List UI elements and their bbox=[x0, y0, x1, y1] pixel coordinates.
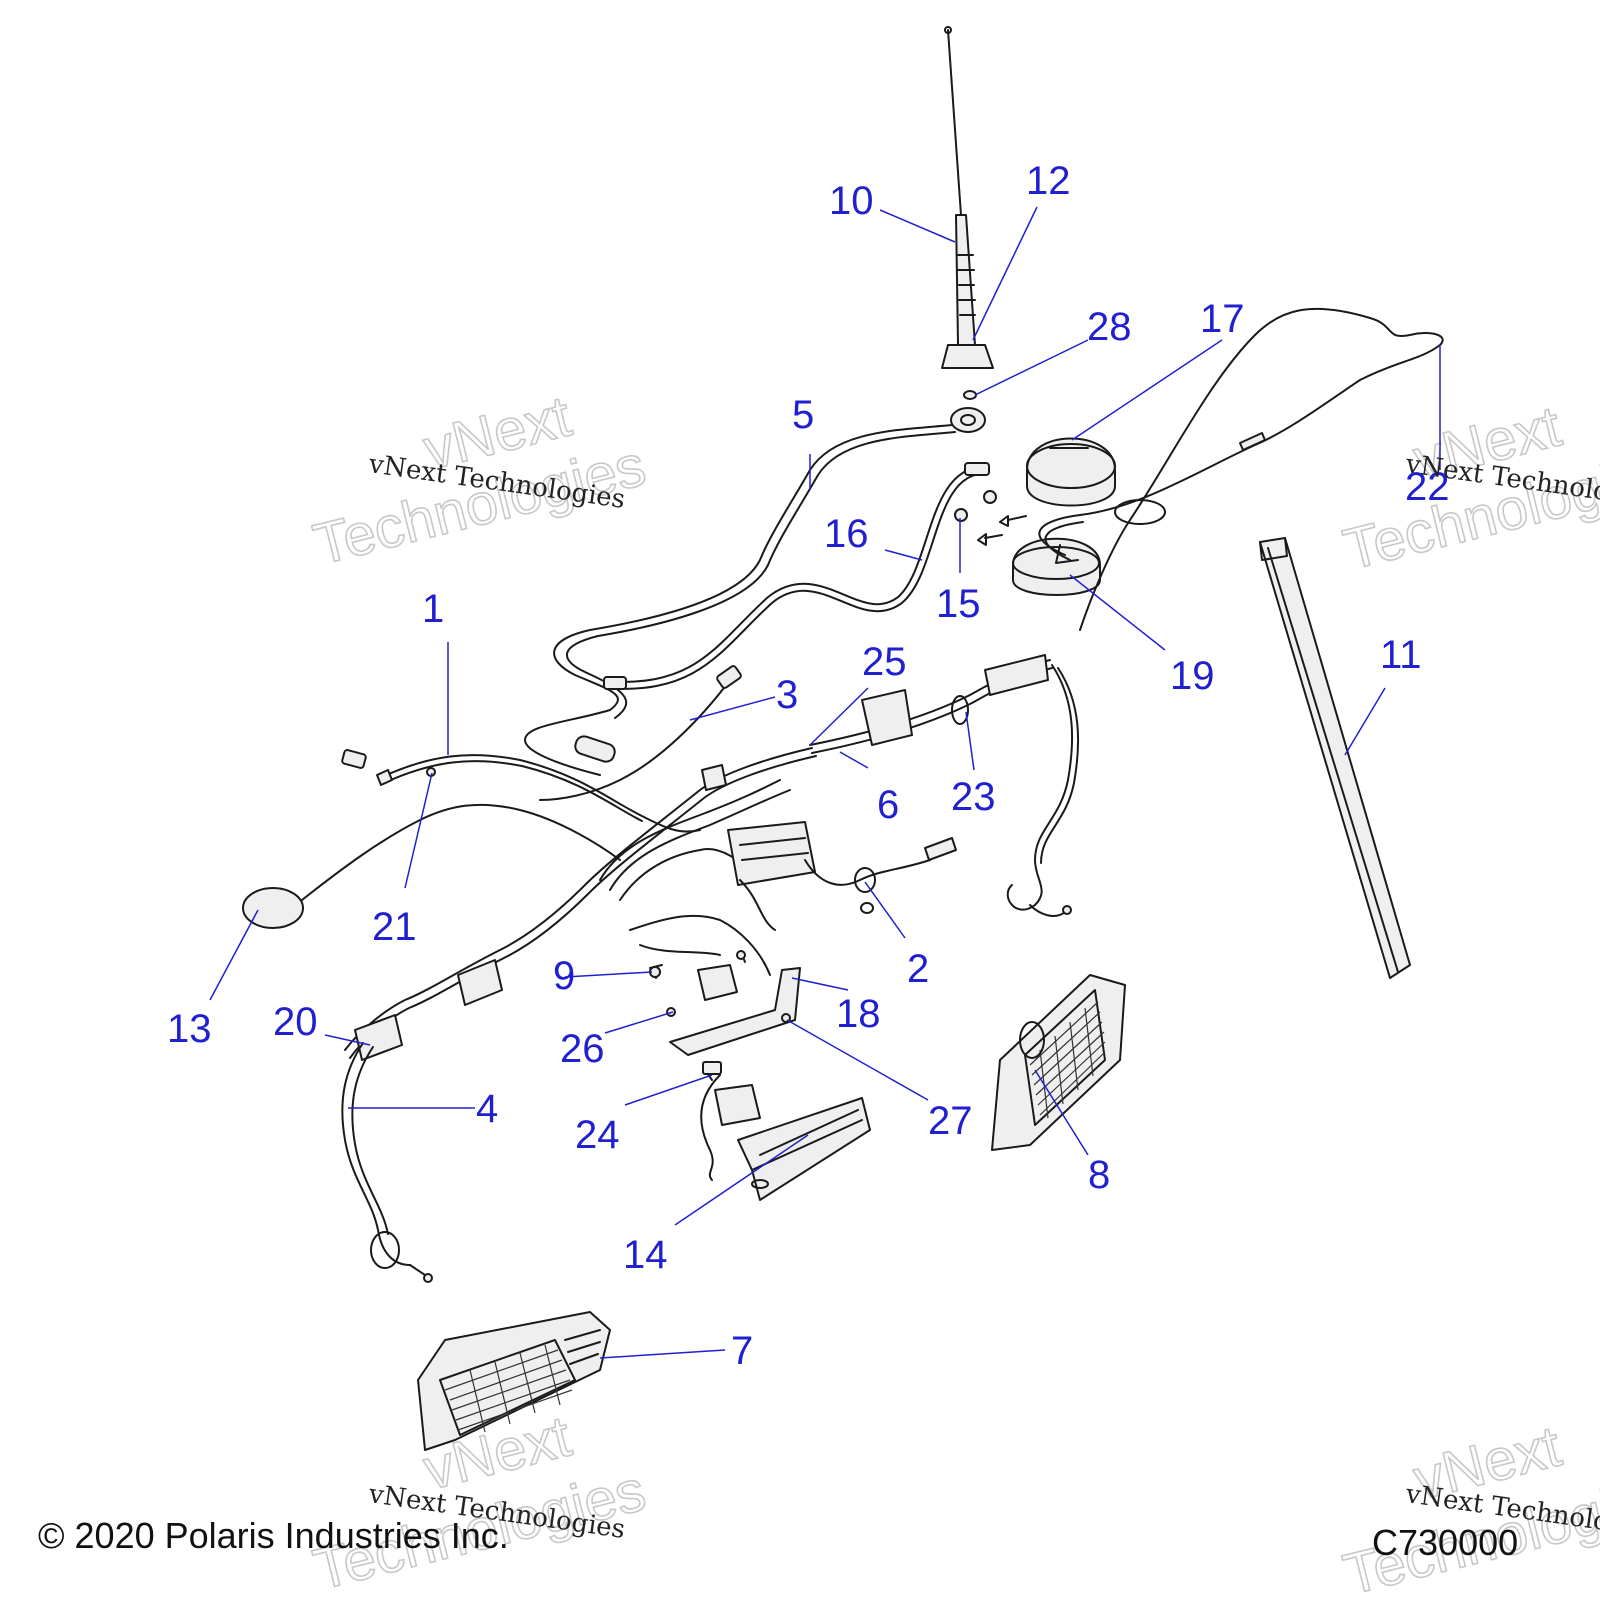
callout-1: 1 bbox=[422, 587, 444, 631]
antenna-part bbox=[941, 26, 994, 400]
callout-labels: 1 2 3 4 5 6 7 8 9 10 11 12 13 14 15 16 1… bbox=[167, 159, 1450, 1373]
speaker-8-part bbox=[991, 974, 1126, 1151]
cable-4-part bbox=[341, 1042, 433, 1283]
copyright-text: © 2020 Polaris Industries Inc. bbox=[38, 1515, 509, 1556]
callout-19: 19 bbox=[1170, 654, 1215, 698]
gps-cable-part bbox=[1038, 307, 1444, 631]
callout-8: 8 bbox=[1088, 1153, 1110, 1197]
callout-13: 13 bbox=[167, 1007, 212, 1051]
callout-6: 6 bbox=[877, 783, 899, 827]
callout-26: 26 bbox=[560, 1027, 605, 1071]
callout-22: 22 bbox=[1405, 465, 1450, 509]
callout-15: 15 bbox=[936, 582, 981, 626]
callout-9: 9 bbox=[553, 954, 575, 998]
callout-3: 3 bbox=[776, 673, 798, 717]
harness-connector-cluster-part bbox=[599, 764, 957, 976]
speaker-7-part bbox=[417, 1311, 611, 1451]
bracket-18-part bbox=[649, 950, 801, 1056]
callout-11: 11 bbox=[1380, 633, 1422, 677]
parts-linework bbox=[242, 26, 1444, 1451]
gps-receiver-part bbox=[1026, 437, 1116, 507]
callout-7: 7 bbox=[731, 1329, 753, 1373]
cover-14-part bbox=[737, 1097, 871, 1201]
callout-25: 25 bbox=[862, 640, 907, 684]
callout-10: 10 bbox=[829, 179, 874, 223]
callout-16: 16 bbox=[824, 512, 869, 556]
leader-lines bbox=[209, 206, 1441, 1359]
relay-24-part bbox=[700, 1061, 761, 1181]
figure-code: C730000 bbox=[1372, 1522, 1518, 1563]
callout-28: 28 bbox=[1087, 305, 1132, 349]
callout-17: 17 bbox=[1200, 297, 1245, 341]
gps-pod-13-part bbox=[242, 767, 621, 929]
callout-23: 23 bbox=[951, 775, 996, 819]
callout-24: 24 bbox=[575, 1113, 620, 1157]
callout-5: 5 bbox=[792, 393, 814, 437]
cable-3-part bbox=[539, 665, 742, 801]
callout-18: 18 bbox=[836, 992, 881, 1036]
cable-1-part bbox=[341, 749, 701, 833]
ground-strap-part bbox=[603, 462, 990, 690]
callout-21: 21 bbox=[372, 905, 417, 949]
callout-20: 20 bbox=[273, 1000, 318, 1044]
callout-14: 14 bbox=[623, 1233, 668, 1277]
callout-4: 4 bbox=[476, 1087, 498, 1131]
rail-11-part bbox=[1259, 537, 1411, 979]
fastener-group-part bbox=[954, 490, 1027, 546]
callout-2: 2 bbox=[907, 947, 929, 991]
callout-12: 12 bbox=[1026, 159, 1071, 203]
main-harness-part bbox=[344, 654, 1080, 1061]
gps-base-part bbox=[1012, 537, 1101, 596]
callout-27: 27 bbox=[928, 1099, 973, 1143]
